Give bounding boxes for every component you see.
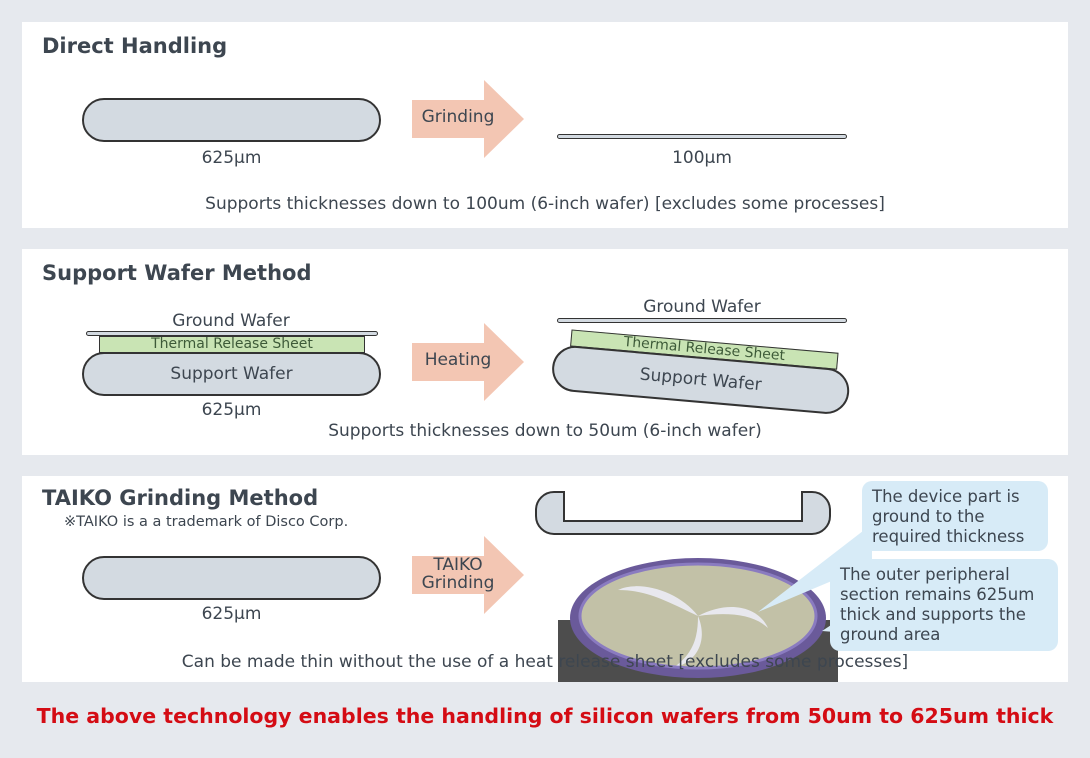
thin-wafer-label: 100μm xyxy=(672,148,732,168)
ground-wafer-label: Ground Wafer xyxy=(172,311,290,331)
thick-wafer xyxy=(82,556,381,600)
panel-title: TAIKO Grinding Method xyxy=(42,486,319,510)
direct-caption: Supports thicknesses down to 100um (6-in… xyxy=(205,194,885,214)
arrow-label-line1: TAIKO xyxy=(433,555,483,575)
thin-wafer xyxy=(557,134,847,139)
trademark-note: ※TAIKO is a a trademark of Disco Corp. xyxy=(64,514,349,530)
thick-wafer-label: 625μm xyxy=(201,604,262,624)
taiko-wafer-section xyxy=(535,491,831,535)
arrow-label: Heating xyxy=(424,350,492,370)
footer-statement: The above technology enables the handlin… xyxy=(36,704,1054,728)
tilted-stack: Thermal Release Sheet Support Wafer xyxy=(550,328,855,424)
arrow-label: Grinding xyxy=(421,107,495,127)
callout-device-part: The device part is ground to the require… xyxy=(862,481,1048,551)
grinding-arrow: Grinding xyxy=(412,80,524,158)
callout-outer-section: The outer peripheral section remains 625… xyxy=(830,559,1058,651)
thick-wafer-label: 625μm xyxy=(201,148,262,168)
panel-title: Support Wafer Method xyxy=(42,261,312,285)
thick-wafer xyxy=(82,98,381,142)
arrow-shape xyxy=(412,323,524,401)
ground-wafer-after xyxy=(557,318,847,323)
heating-arrow: Heating xyxy=(412,323,524,401)
arrow-shape xyxy=(412,536,524,614)
panel-support-wafer: Support Wafer Method Ground Wafer Therma… xyxy=(22,249,1068,455)
taiko-grinding-arrow: TAIKO Grinding xyxy=(412,536,524,614)
thermal-release-sheet: Thermal Release Sheet xyxy=(99,336,365,353)
support-wafer: Support Wafer xyxy=(82,352,381,396)
panel-taiko-grinding: TAIKO Grinding Method ※TAIKO is a a trad… xyxy=(22,476,1068,682)
taiko-caption: Can be made thin without the use of a he… xyxy=(181,652,909,672)
ground-wafer xyxy=(86,331,378,336)
arrow-shape xyxy=(412,80,524,158)
taiko-wafer-photo xyxy=(558,558,838,682)
arrow-label-line2: Grinding xyxy=(421,573,495,593)
panel-title: Direct Handling xyxy=(42,34,228,58)
panel-direct-handling: Direct Handling 625μm Grinding 100μm Sup… xyxy=(22,22,1068,228)
support-caption: Supports thicknesses down to 50um (6-inc… xyxy=(328,421,762,441)
thick-wafer-label: 625μm xyxy=(201,400,262,420)
ground-wafer-after-label: Ground Wafer xyxy=(643,297,761,317)
